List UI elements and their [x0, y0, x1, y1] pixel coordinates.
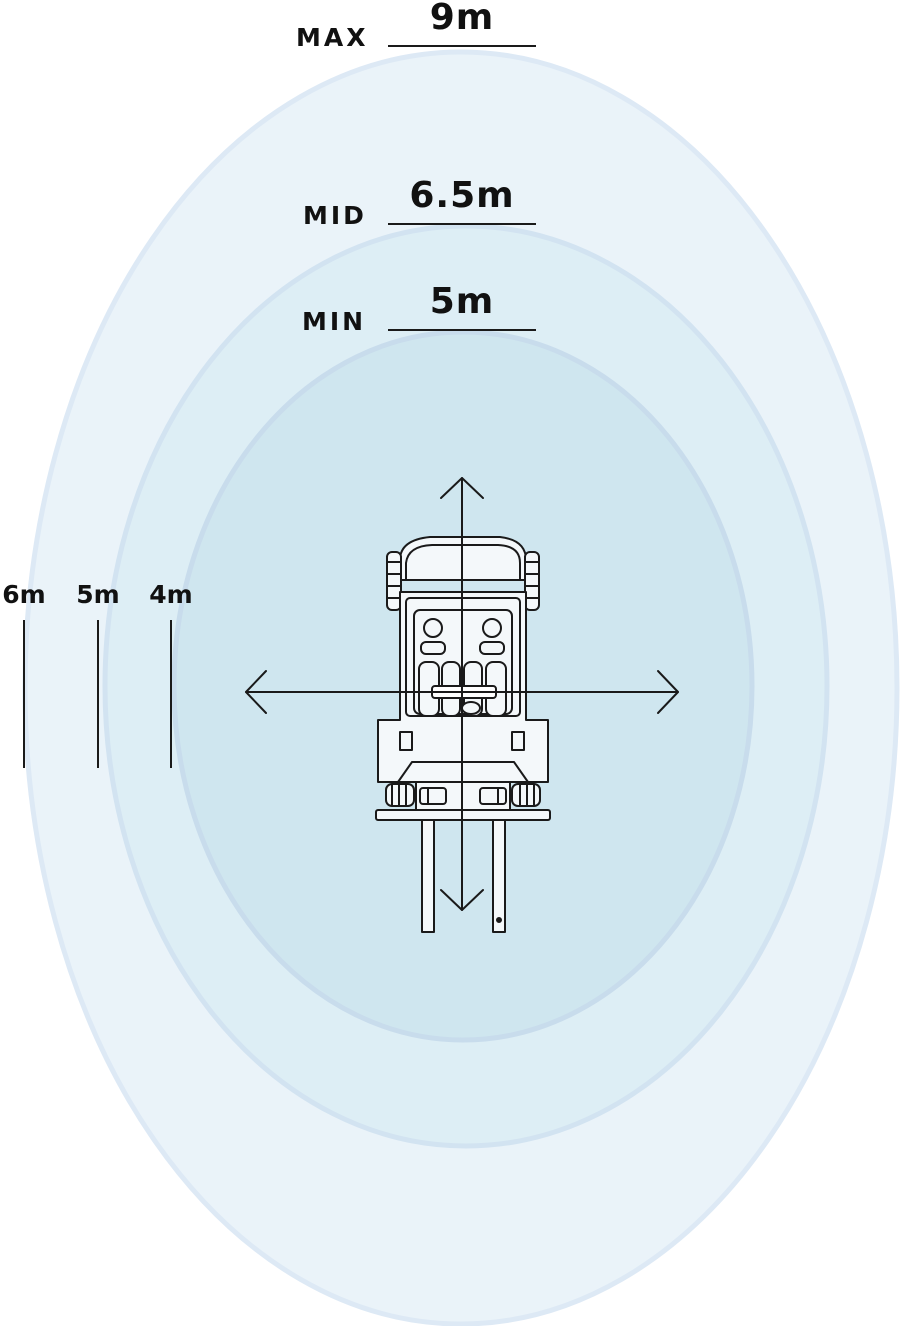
left-fork: [421, 817, 435, 933]
steering-hub: [461, 701, 481, 715]
right-fork: [492, 817, 506, 933]
counterweight-inner: [405, 544, 521, 580]
right-control: [479, 641, 505, 655]
left-arrow-head: [245, 670, 267, 714]
mid-value: 6.5m: [409, 175, 514, 216]
right-gauge: [482, 618, 502, 638]
max-side-value: 6m: [2, 580, 45, 609]
right-cylinder: [479, 787, 507, 805]
zone-labels: MAX 9m MID 6.5m MIN 5m: [296, 0, 536, 336]
up-arrow-head: [440, 477, 484, 499]
rear-wheel-treads: [387, 561, 539, 599]
right-pillar: [511, 731, 525, 751]
rear-left-wheel: [386, 551, 402, 611]
left-cylinder: [419, 787, 447, 805]
max-value: 9m: [430, 0, 495, 38]
min-side-value: 4m: [149, 580, 192, 609]
side-width-labels: 6m 5m 4m: [2, 580, 193, 768]
left-pillar: [399, 731, 413, 751]
front-wheel-treads: [391, 784, 535, 806]
min-value: 5m: [430, 281, 495, 322]
rear-right-wheel: [524, 551, 540, 611]
mid-label: MID: [303, 201, 367, 230]
mid-side-value: 5m: [76, 580, 119, 609]
left-gauge: [423, 618, 443, 638]
down-arrow-head: [440, 889, 484, 911]
left-control: [420, 641, 446, 655]
right-arrow-head: [657, 670, 679, 714]
min-label: MIN: [302, 307, 366, 336]
fork-pin: [496, 917, 502, 923]
four-way-arrows-icon: [245, 477, 679, 911]
max-label: MAX: [296, 23, 369, 52]
